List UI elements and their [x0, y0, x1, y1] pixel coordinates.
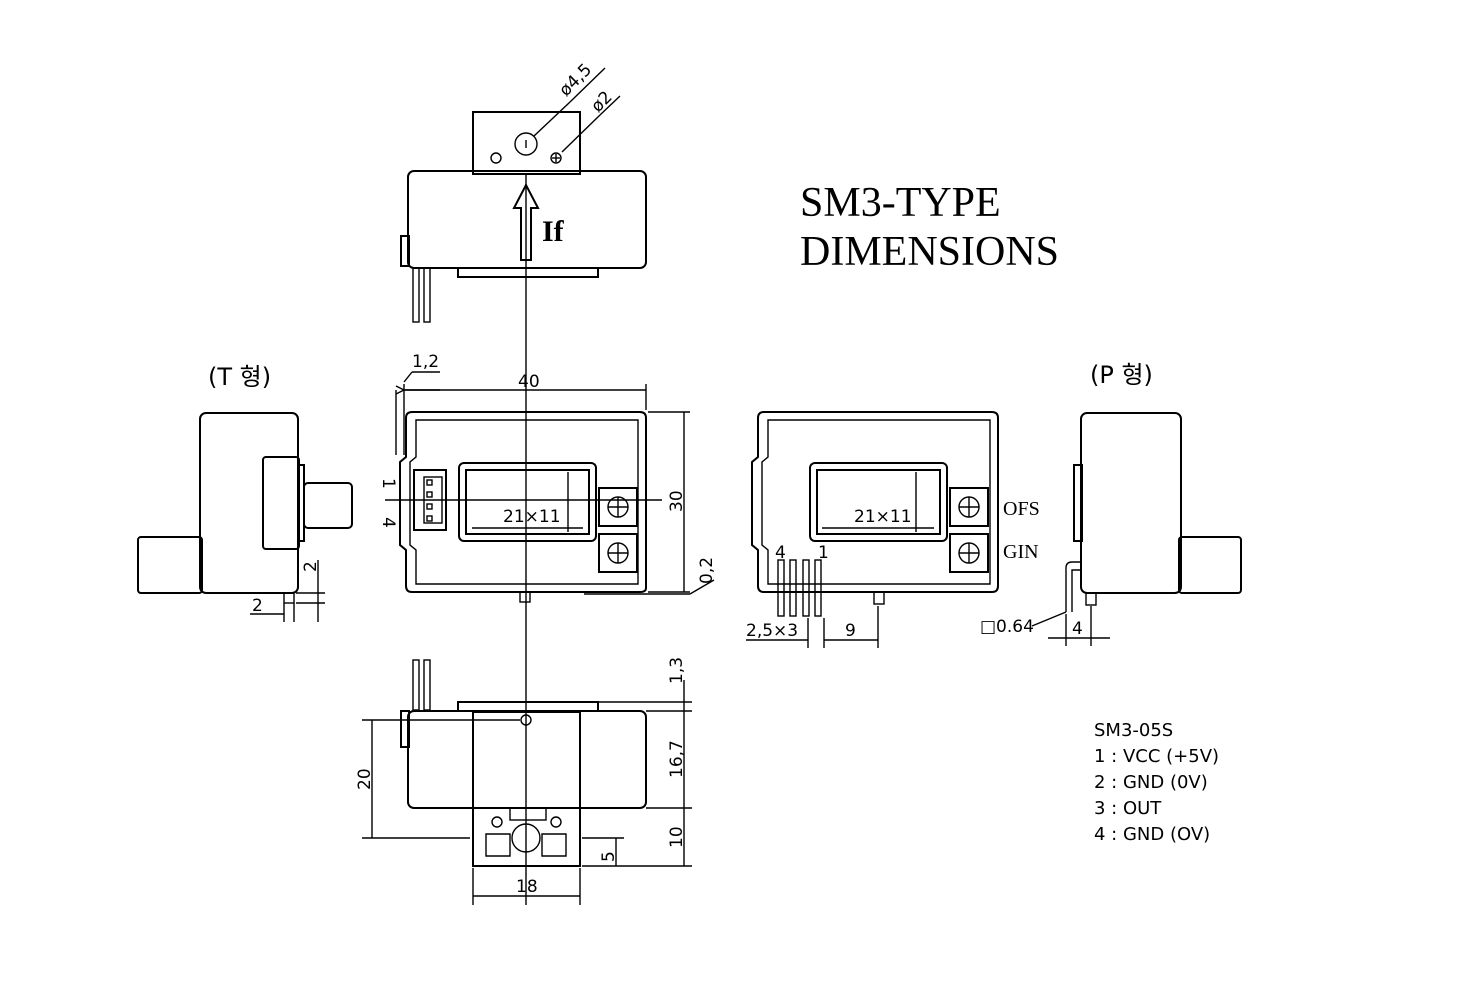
large-hole [514, 132, 538, 156]
small-hole-left [490, 152, 502, 164]
p-side-body [1080, 412, 1182, 594]
dim-depth-total: 20 [355, 768, 375, 790]
dim-bracket-width: 18 [516, 877, 538, 897]
t-type-label: (T 형) [208, 363, 271, 391]
top-body-lip [457, 267, 599, 278]
pinout-pin-4: 4 : GND (OV) [1094, 824, 1210, 845]
dim-height: 30 [667, 490, 687, 512]
current-arrow-icon [512, 182, 540, 261]
window-inner [465, 469, 590, 535]
t-side-stub [283, 592, 295, 604]
pinout-pin-3: 3 : OUT [1094, 798, 1162, 819]
dim-depth-body: 16,7 [667, 740, 687, 778]
dim-side-width: 2 [252, 596, 263, 616]
top-view: ø4,5 ø2 If [400, 60, 647, 323]
pinout-legend: SM3-05S 1 : VCC (+5V) 2 : GND (0V) 3 : O… [1094, 720, 1219, 845]
dim-wall: 1,2 [412, 352, 439, 372]
p-type-side-view: (P 형) 4 □0.64 [980, 361, 1242, 646]
window-outer [458, 462, 597, 542]
rear-trimmer-gin [949, 533, 989, 573]
t-side-connector [262, 456, 300, 550]
rear-pin-left: 4 [775, 543, 786, 563]
dim-top-gap: 1,3 [667, 657, 687, 684]
top-pin-block [400, 235, 410, 267]
dim-window-front: 21×11 [503, 507, 561, 527]
dim-hole-small: ø2 [587, 87, 616, 116]
front-body-inner [409, 419, 639, 585]
dim-gap: 0,2 [697, 557, 717, 584]
top-pin-2 [423, 267, 431, 323]
bottom-bracket-hole [511, 823, 541, 853]
rear-body-inner [761, 419, 991, 585]
bottom-pin-1 [412, 659, 420, 711]
small-hole-right [550, 152, 562, 164]
front-body [399, 411, 647, 593]
bottom-body-lip [457, 701, 599, 712]
trimmer-ofs-label: OFS [1003, 498, 1040, 520]
dim-bracket: 10 [667, 826, 687, 848]
connector-pin-last: 4 [378, 517, 398, 528]
trimmer-ofs [598, 487, 638, 527]
dim-width: 40 [518, 372, 540, 392]
bottom-view: 20 1,3 16,7 10 5 18 [355, 657, 692, 905]
dim-window-rear: 21×11 [854, 507, 912, 527]
rear-view: 21×11 OFS GIN 4 1 2,5×3 9 [746, 411, 1040, 648]
dim-pin-offset: 9 [845, 621, 856, 641]
trimmer-gin-label: GIN [1003, 541, 1039, 563]
rear-window-outer [809, 462, 948, 542]
rear-stub [873, 591, 885, 605]
t-side-bracket [137, 536, 203, 594]
connector-pin-first: 1 [378, 478, 398, 489]
p-side-bracket [1178, 536, 1242, 594]
pinout-pin-2: 2 : GND (0V) [1094, 772, 1208, 793]
current-label: If [542, 215, 565, 248]
dim-pin-bend: 4 [1072, 619, 1083, 639]
rear-pin-right: 1 [818, 543, 829, 563]
pinout-model: SM3-05S [1094, 720, 1173, 741]
p-side-pin [1065, 561, 1082, 612]
rear-trimmer-ofs [949, 487, 989, 527]
bottom-pin-2 [423, 659, 431, 711]
rear-window-inner [816, 469, 941, 535]
drawing-title: SM3-TYPE [800, 180, 1001, 226]
rear-body [751, 411, 999, 593]
t-side-plug [303, 482, 353, 529]
dim-bracket-hole: 5 [599, 851, 619, 862]
trimmer-gin [598, 533, 638, 573]
bottom-center-hole [520, 714, 532, 726]
dim-pin-pitch: 2,5×3 [746, 621, 798, 641]
p-side-stub [1085, 592, 1097, 606]
drawing-subtitle: DIMENSIONS [800, 229, 1059, 275]
dim-pin-size: □0.64 [980, 617, 1034, 637]
dim-hole-large: ø4,5 [555, 60, 596, 101]
t-side-body [199, 412, 299, 594]
top-pin-1 [412, 267, 420, 323]
p-type-label: (P 형) [1090, 361, 1153, 389]
t-type-side-view: (T 형) 2 2 [137, 363, 353, 622]
front-bottom-stub [519, 591, 531, 603]
bottom-bracket [472, 711, 581, 867]
dim-side-height: 2 [301, 561, 321, 572]
front-view: 1,2 40 1 4 21×11 30 [378, 352, 717, 603]
pinout-pin-1: 1 : VCC (+5V) [1094, 746, 1219, 767]
